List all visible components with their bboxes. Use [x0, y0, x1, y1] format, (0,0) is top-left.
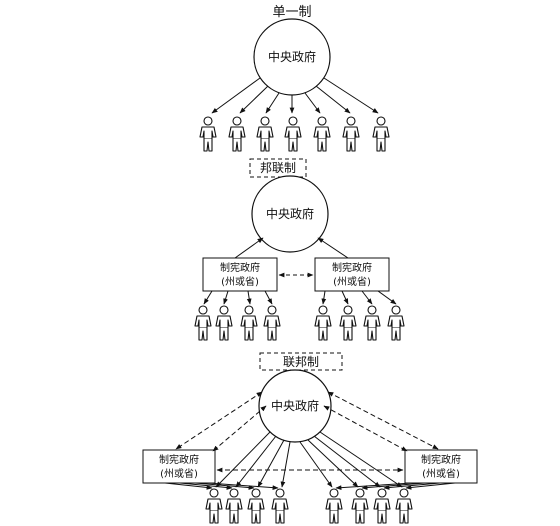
person-icon: [225, 488, 243, 524]
confederation-left-state-line1: 制宪政府: [220, 261, 260, 274]
unitary-arrow: [304, 92, 321, 114]
state-to-citizen-arrow: [246, 290, 252, 305]
federation-left-state-line2: (州或省): [160, 467, 198, 480]
state-to-center-arrow: [317, 237, 349, 259]
unitary-arrow: [315, 85, 351, 114]
person-icon: [247, 488, 265, 524]
confederation-right-state-box: [314, 257, 390, 292]
person-icon: [194, 305, 212, 341]
unitary-arrows: [211, 77, 379, 114]
confederation-arrows: [203, 237, 397, 305]
person-icon: [240, 305, 258, 341]
center-state-dashed-arrow: [323, 405, 408, 452]
federation-right-state-line1: 制宪政府: [421, 453, 461, 466]
center-to-citizen-arrow: [307, 439, 359, 488]
person-icon: [313, 116, 331, 152]
center-to-citizen-arrow: [235, 435, 277, 488]
state-to-citizen-arrow: [335, 482, 413, 491]
person-icon: [215, 305, 233, 341]
federation-right-state-line2: (州或省): [422, 467, 460, 480]
confederation-section: 邦联制 中央政府 制宪政府 (州或省) 制宪政府 (州或省): [194, 158, 405, 341]
confederation-title: 邦联制: [260, 161, 296, 175]
confederation-title-box: [249, 158, 307, 178]
unitary-central-government-label: 中央政府: [268, 49, 316, 64]
state-to-citizen-arrow: [179, 482, 233, 490]
person-icon: [263, 305, 281, 341]
unitary-arrow: [211, 77, 261, 114]
confederation-right-state-line1: 制宪政府: [332, 261, 372, 274]
person-icon: [325, 488, 343, 524]
state-to-citizen-arrow: [164, 482, 213, 490]
person-icon: [351, 488, 369, 524]
state-to-citizen-arrow: [207, 482, 279, 491]
person-icon: [205, 488, 223, 524]
confederation-central-government-circle: [251, 175, 329, 253]
federation-arrows: [164, 391, 456, 491]
state-to-citizen-arrow: [264, 290, 273, 305]
center-state-dashed-arrow: [175, 391, 263, 450]
unitary-citizens: [199, 116, 390, 152]
confederation-right-state-line2: (州或省): [333, 275, 371, 288]
unitary-section: 单一制 中央政府: [199, 5, 390, 152]
state-to-citizen-arrow: [194, 482, 255, 490]
unitary-arrow: [239, 85, 269, 114]
federation-citizens: [205, 488, 413, 524]
center-to-citizen-arrow: [280, 441, 291, 488]
person-icon: [314, 305, 332, 341]
state-to-citizen-arrow: [361, 482, 426, 490]
confederation-citizens: [194, 305, 405, 341]
center-to-citizen-arrow: [313, 435, 381, 488]
center-state-dashed-arrow: [212, 405, 267, 452]
state-to-center-arrow: [234, 237, 264, 259]
confederation-left-state-line2: (州或省): [221, 275, 259, 288]
person-icon: [339, 305, 357, 341]
federation-right-state-box: [404, 449, 478, 484]
center-to-citizen-arrow: [257, 439, 285, 488]
state-to-citizen-arrow: [341, 290, 349, 305]
federation-left-state-box: [142, 449, 216, 484]
unitary-arrow: [323, 77, 379, 114]
state-to-citizen-arrow: [405, 482, 456, 490]
center-to-citizen-arrow: [215, 431, 271, 488]
center-to-citizen-arrow: [299, 441, 333, 488]
federation-title: 联邦制: [283, 355, 319, 369]
person-icon: [373, 488, 391, 524]
person-icon: [342, 116, 360, 152]
state-to-citizen-arrow: [377, 290, 397, 305]
person-icon: [363, 305, 381, 341]
federation-central-government-label: 中央政府: [271, 398, 319, 413]
person-icon: [387, 305, 405, 341]
person-icon: [256, 116, 274, 152]
person-icon: [395, 488, 413, 524]
federation-left-state-line1: 制宪政府: [159, 453, 199, 466]
center-state-dashed-arrow: [327, 391, 439, 450]
state-to-citizen-arrow: [321, 290, 327, 305]
person-icon: [199, 116, 217, 152]
confederation-central-government-label: 中央政府: [266, 206, 314, 221]
state-to-citizen-arrow: [203, 290, 213, 305]
unitary-title: 单一制: [272, 5, 311, 20]
person-icon: [228, 116, 246, 152]
confederation-left-state-box: [202, 257, 278, 292]
person-icon: [271, 488, 289, 524]
center-to-citizen-arrow: [319, 431, 403, 488]
person-icon: [372, 116, 390, 152]
state-to-citizen-arrow: [383, 482, 441, 490]
person-icon: [284, 116, 302, 152]
state-to-citizen-arrow: [361, 290, 373, 305]
state-to-citizen-arrow: [223, 290, 229, 305]
unitary-arrow: [265, 92, 280, 114]
federation-section: 联邦制 中央政府 制宪政府 (州或省) 制宪政府 (州或省): [142, 352, 478, 524]
